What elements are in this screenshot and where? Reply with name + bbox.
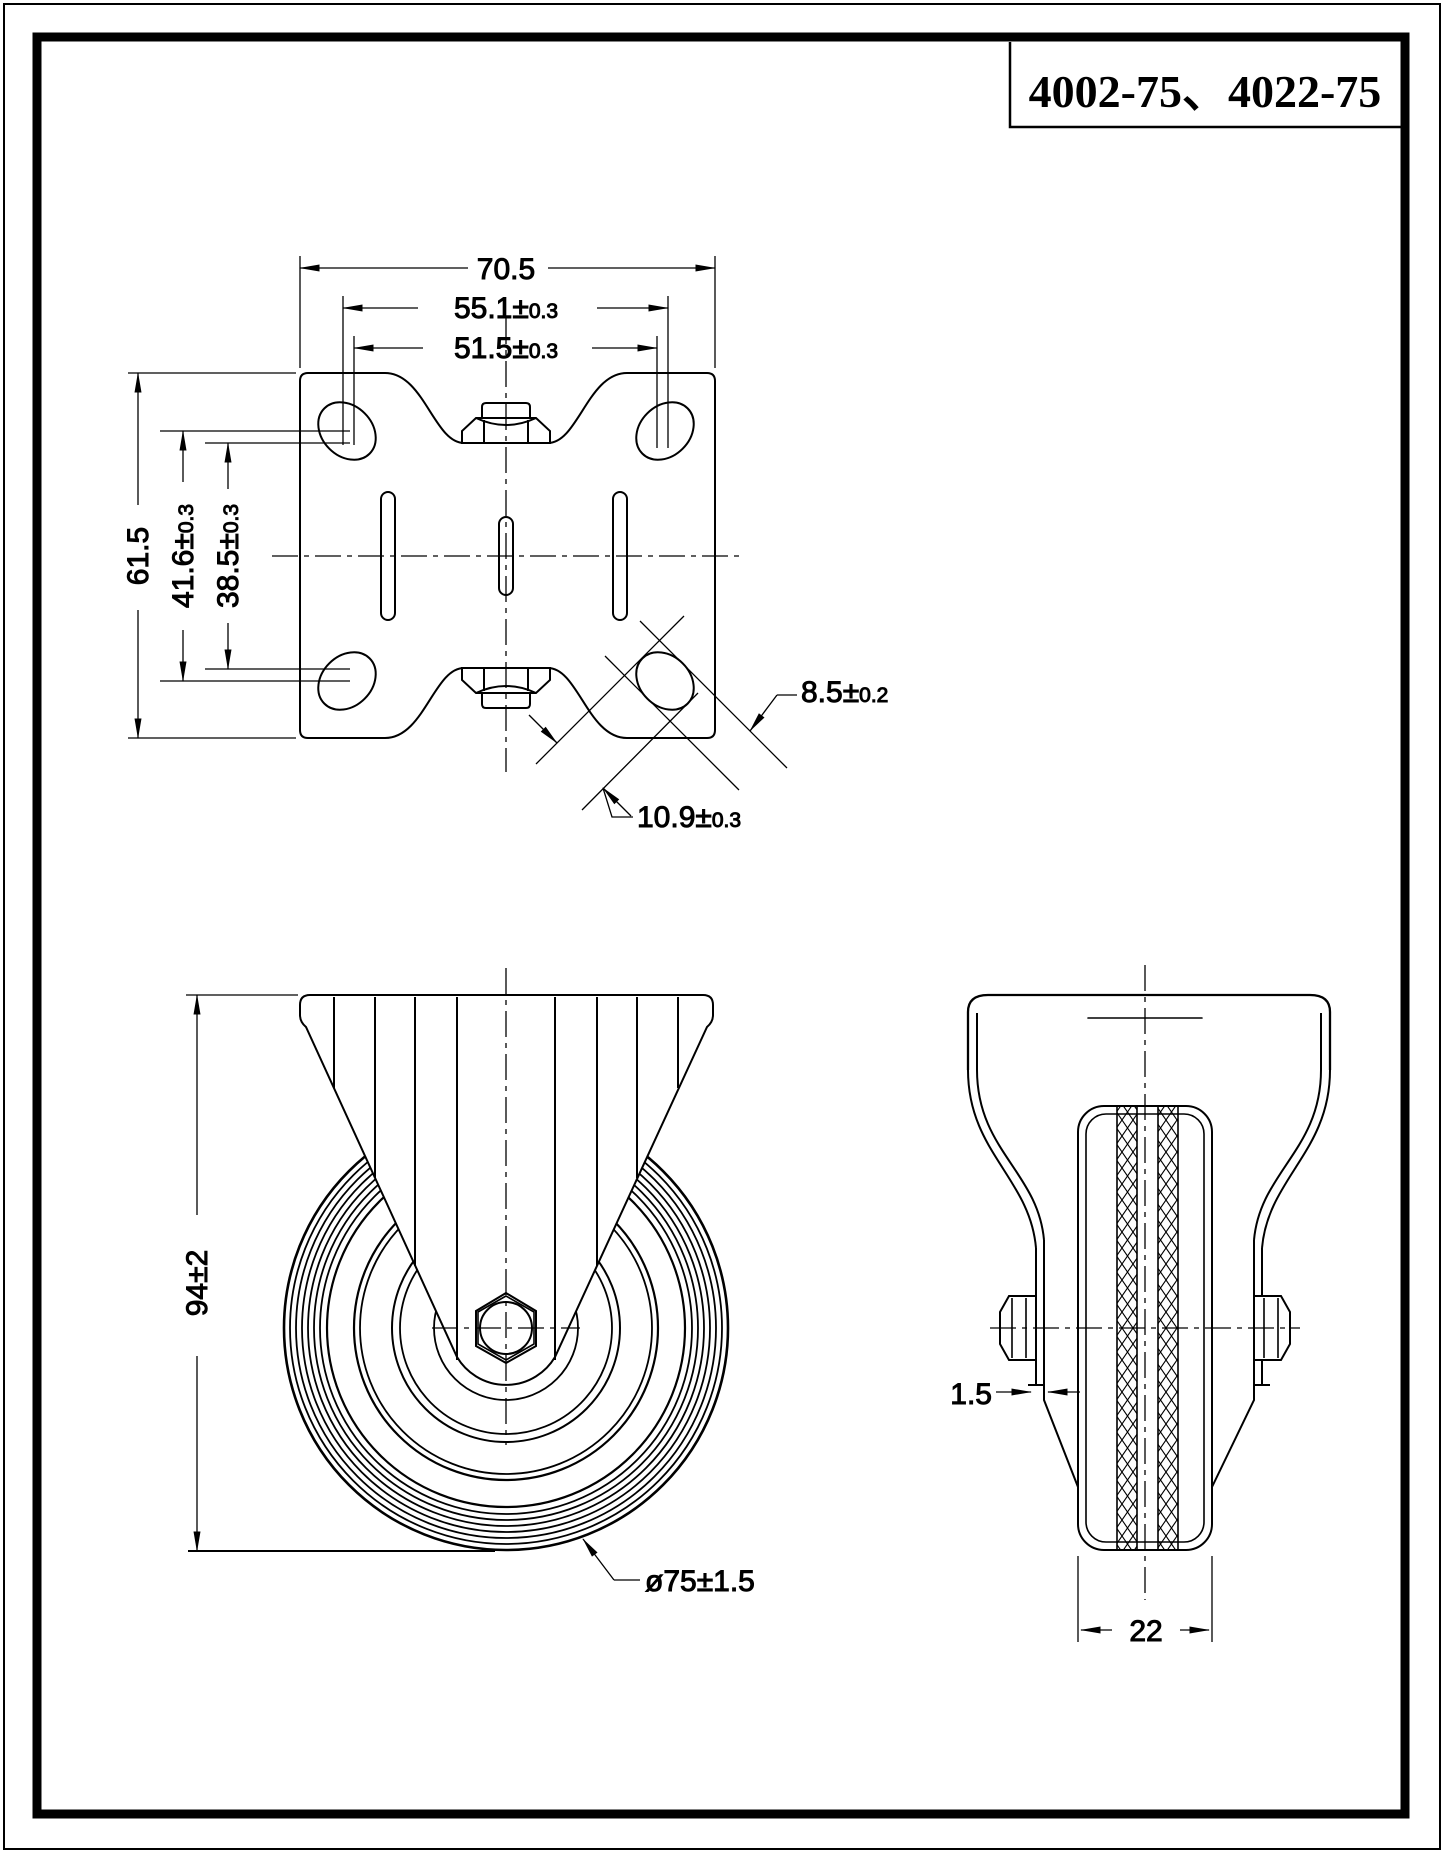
dim-slot-length: 10.9±0.3 <box>637 801 741 834</box>
dim-hole-span-inner: 51.5±0.3 <box>454 332 558 365</box>
side-view-caster: 1.5 22 <box>950 965 1332 1649</box>
part-number-title: 4002-75、4022-75 <box>1029 66 1382 117</box>
dim-wheel-diameter: ø75±1.5 <box>645 1565 755 1598</box>
front-view-caster: 94±2 ø75±1.5 <box>181 968 755 1599</box>
title-block: 4002-75、4022-75 <box>1008 42 1401 129</box>
dim-hole-pitch-outer: 41.6±0.3 <box>167 504 200 608</box>
drawing-border <box>3 3 1441 1850</box>
side-view-centerlines <box>990 965 1300 1600</box>
dim-overall-height: 94±2 <box>181 1250 214 1317</box>
fork-side <box>966 993 1332 1488</box>
front-view-dimensions <box>186 994 640 1581</box>
dim-wheel-width: 22 <box>1129 1615 1162 1648</box>
dim-plate-offset: 1.5 <box>950 1378 992 1411</box>
dim-hole-span-outer: 55.1±0.3 <box>454 292 558 325</box>
side-view-dimensions <box>996 1388 1213 1642</box>
dim-slot-width: 8.5±0.2 <box>801 676 888 709</box>
top-view-mounting-plate: 70.5 55.1±0.3 51.5±0.3 61.5 41.6±0.3 38.… <box>122 253 889 835</box>
king-pin-nut-top <box>461 402 551 444</box>
top-view-dimensions <box>128 256 797 818</box>
dim-plate-depth: 61.5 <box>122 527 155 585</box>
dim-plate-width: 70.5 <box>477 253 535 286</box>
front-view-centerlines <box>432 968 580 1445</box>
bolt-slot-holes <box>317 401 695 711</box>
dim-hole-pitch-inner: 38.5±0.3 <box>212 504 245 608</box>
top-view-centerlines <box>272 318 742 772</box>
